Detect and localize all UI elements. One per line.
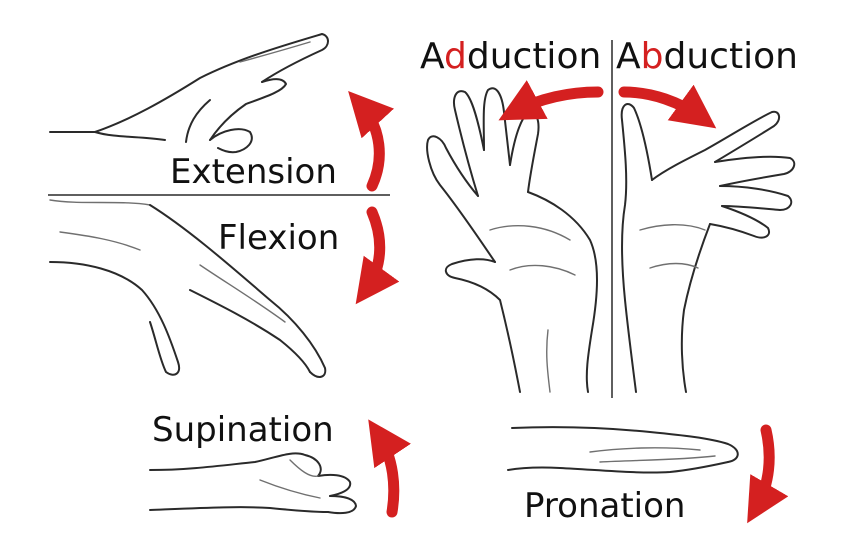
adduction-label-prefix: A [420, 36, 444, 77]
adduction-label-highlight: d [444, 36, 467, 77]
adduction-arrow-icon [498, 80, 604, 121]
adduction-label-suffix: duction [466, 36, 602, 77]
abduction-hand-icon [620, 103, 796, 393]
abduction-arrow-icon [618, 84, 717, 129]
abduction-label: Abduction [616, 36, 798, 77]
pronation-arrow-icon [747, 424, 789, 524]
flexion-hand-icon [49, 199, 327, 378]
flexion-label: Flexion [218, 218, 340, 258]
extension-arrow-icon [348, 91, 395, 192]
extension-hand-icon [49, 33, 329, 154]
pronation-label: Pronation [524, 486, 686, 526]
adduction-label: Adduction [420, 36, 601, 77]
supination-hand-icon [149, 452, 357, 515]
abduction-label-prefix: A [616, 36, 641, 77]
adduction-hand-icon [426, 87, 598, 393]
flexion-arrow-icon [355, 206, 400, 305]
supination-arrow-icon [368, 419, 411, 518]
pronation-hand-icon [507, 426, 739, 474]
extension-label: Extension [170, 152, 337, 192]
supination-label: Supination [152, 410, 334, 450]
abduction-label-highlight: b [640, 36, 664, 77]
abduction-label-suffix: duction [663, 36, 798, 77]
